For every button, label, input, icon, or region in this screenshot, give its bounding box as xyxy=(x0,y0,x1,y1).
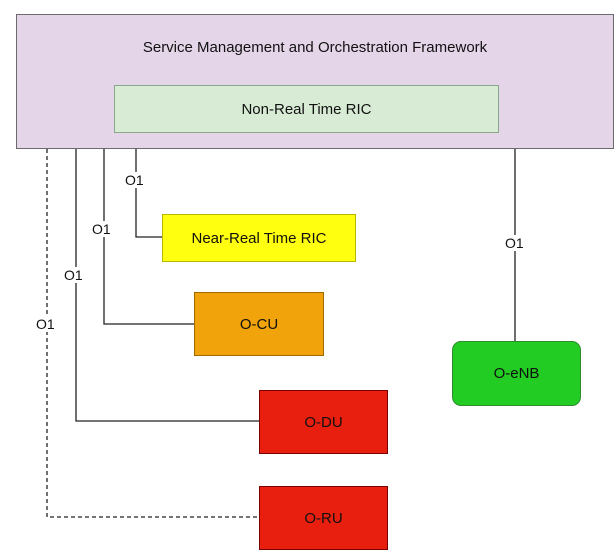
interface-label-near-rt-ric: O1 xyxy=(124,172,145,188)
link-smo-o-cu xyxy=(103,149,194,325)
link-smo-o-du xyxy=(75,149,259,422)
o-ru-box: O-RU xyxy=(259,486,388,550)
smo-title: Service Management and Orchestration Fra… xyxy=(142,39,488,56)
near-rt-ric-box: Near-Real Time RIC xyxy=(162,214,356,262)
link-smo-o-ru xyxy=(46,149,259,518)
interface-label-o-ru: O1 xyxy=(35,316,56,332)
near-rt-ric-label: Near-Real Time RIC xyxy=(191,229,327,247)
link-smo-near-rt-ric xyxy=(135,149,162,238)
o-cu-box: O-CU xyxy=(194,292,324,356)
o-ru-label: O-RU xyxy=(304,509,343,527)
o-du-box: O-DU xyxy=(259,390,388,454)
non-rt-ric-box: Non-Real Time RIC xyxy=(114,85,499,133)
interface-label-o-cu: O1 xyxy=(91,221,112,237)
interface-label-o-enb: O1 xyxy=(504,235,525,251)
interface-label-o-du: O1 xyxy=(63,267,84,283)
o-cu-label: O-CU xyxy=(239,315,279,333)
o-enb-label: O-eNB xyxy=(493,365,540,382)
o-enb-box: O-eNB xyxy=(452,341,581,406)
o-du-label: O-DU xyxy=(304,413,343,431)
non-rt-ric-label: Non-Real Time RIC xyxy=(241,100,372,118)
